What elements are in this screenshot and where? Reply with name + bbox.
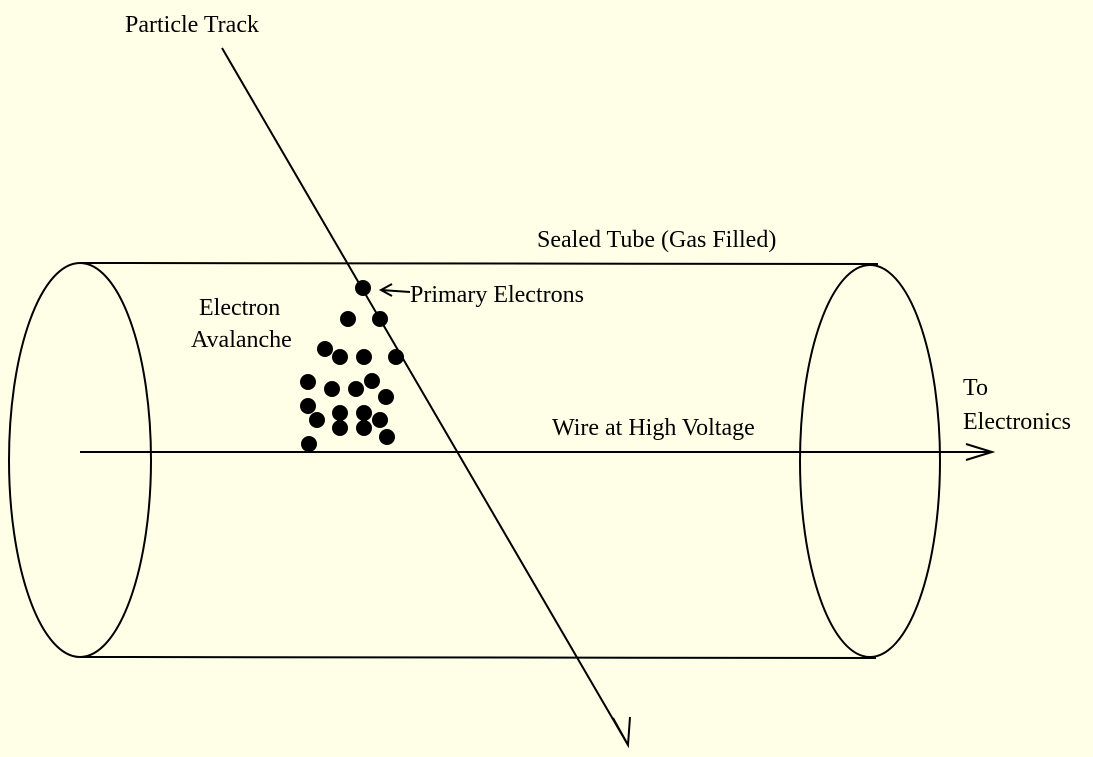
electron [300,374,316,390]
electron [372,412,388,428]
sealed-tube [8,262,941,659]
electron [378,389,394,405]
electron [356,420,372,436]
tube-bottom-edge [79,656,877,659]
sealed-tube-label: Sealed Tube (Gas Filled) [537,227,776,253]
electron [332,420,348,436]
to-electronics-label-line2: Electronics [963,409,1071,435]
electron [301,436,317,452]
electron-avalanche [300,280,404,452]
electron [356,405,372,421]
electron [348,381,364,397]
electron [340,311,356,327]
primary-electron [372,311,388,327]
tube-right-end [799,264,941,658]
electron [332,405,348,421]
electron [300,398,316,414]
electron [332,349,348,365]
primary-electron [355,280,371,296]
electron-avalanche-label-line2: Avalanche [191,327,292,353]
primary-electrons-label: Primary Electrons [410,282,584,308]
particle-track-line [221,47,629,746]
particle-track [221,47,631,749]
tube-top-edge [79,262,879,265]
pointer-line [380,289,411,293]
electron [379,429,395,445]
wire-arrowhead [965,443,996,461]
electron-avalanche-label-line1: Electron [199,295,280,321]
particle-track-label: Particle Track [125,12,259,38]
wire-label: Wire at High Voltage [552,415,755,441]
to-electronics-label-line1: To [963,375,988,401]
primary-electrons-pointer [378,283,411,297]
pointer-arrowhead [378,283,393,297]
electron [364,373,380,389]
tube-left-end [8,262,152,658]
electron [309,412,325,428]
electron [324,381,340,397]
high-voltage-wire [80,443,996,461]
particle-track-arrowhead [612,716,631,749]
electron [317,341,333,357]
primary-electron [388,349,404,365]
electron [356,349,372,365]
